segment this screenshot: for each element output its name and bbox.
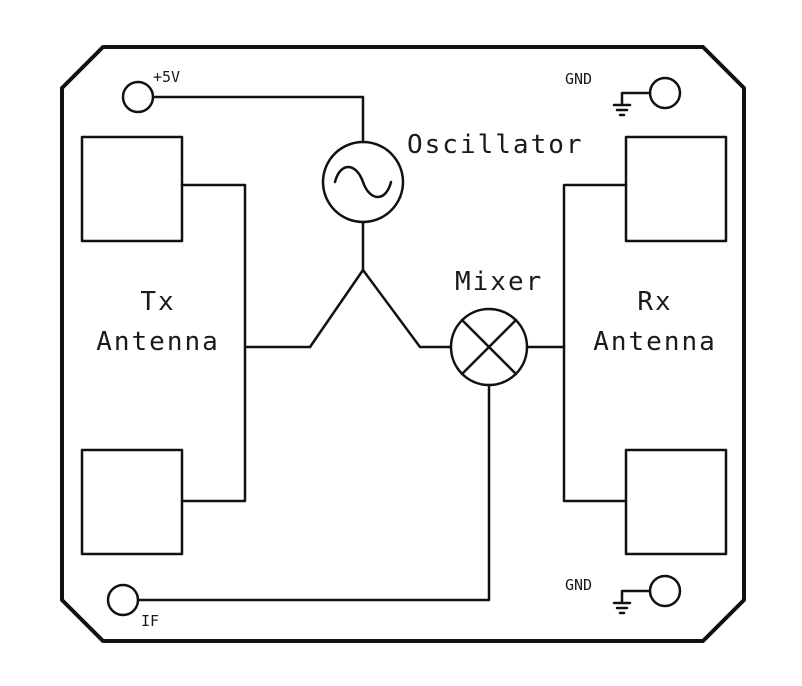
tx-feed-line — [180, 183, 247, 503]
board-outline — [60, 45, 746, 643]
if-pin-pad — [106, 583, 140, 617]
power-pin-label: +5V — [153, 68, 180, 86]
ground-icon-top — [612, 76, 682, 117]
ground-icon-bottom — [612, 574, 682, 615]
tx-antenna-patch-bottom — [80, 448, 184, 556]
oscillator-label: Oscillator — [407, 130, 584, 160]
rx-antenna-patch-top — [624, 135, 728, 243]
rx-antenna-patch-bottom — [624, 448, 728, 556]
tx-antenna-label-line2: Antenna — [96, 327, 220, 357]
power-trace — [151, 95, 365, 144]
if-trace — [136, 383, 491, 602]
tx-antenna-patch-top — [80, 135, 184, 243]
oscillator-icon — [321, 140, 405, 224]
mixer-label: Mixer — [455, 267, 543, 297]
mixer-icon — [449, 307, 529, 387]
gnd-top-label: GND — [565, 70, 592, 88]
coupler-line — [308, 268, 452, 349]
rx-antenna-label-line1: Rx — [637, 287, 672, 317]
rx-antenna-label-line2: Antenna — [593, 327, 717, 357]
gnd-bottom-label: GND — [565, 576, 592, 594]
if-pin-label: IF — [141, 612, 159, 630]
rx-feed-line — [562, 183, 628, 503]
tx-antenna-label-line1: Tx — [140, 287, 175, 317]
power-pin-pad — [121, 80, 155, 114]
